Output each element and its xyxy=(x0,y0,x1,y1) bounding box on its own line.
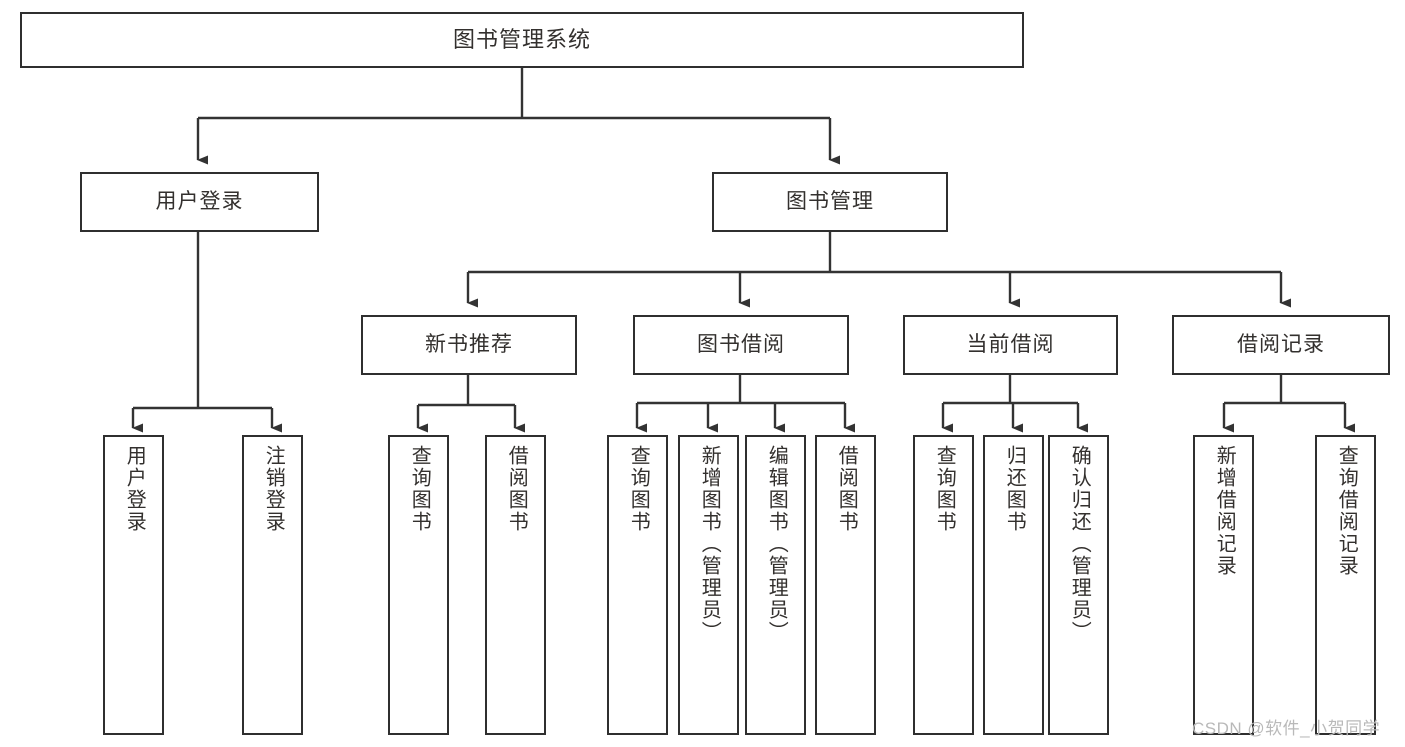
node-label: 查询图书 xyxy=(627,445,650,533)
node-leaf-confirm-return-admin[interactable]: 确认归还（管理员） xyxy=(1048,435,1109,735)
node-user-login[interactable]: 用户登录 xyxy=(80,172,319,232)
node-leaf-query-books-recommend[interactable]: 查询图书 xyxy=(388,435,449,735)
node-borrowing-record[interactable]: 借阅记录 xyxy=(1172,315,1390,375)
node-leaf-borrow-books-recommend[interactable]: 借阅图书 xyxy=(485,435,546,735)
node-label: 新增借阅记录 xyxy=(1213,445,1236,577)
node-label: 新书推荐 xyxy=(425,333,513,357)
node-label: 查询图书 xyxy=(933,445,956,533)
node-leaf-logout[interactable]: 注销登录 xyxy=(242,435,303,735)
node-leaf-user-login[interactable]: 用户登录 xyxy=(103,435,164,735)
node-label: 归还图书 xyxy=(1003,445,1026,533)
node-root-library-management-system[interactable]: 图书管理系统 xyxy=(20,12,1024,68)
node-leaf-query-books-borrow[interactable]: 查询图书 xyxy=(607,435,668,735)
node-leaf-add-borrow-record[interactable]: 新增借阅记录 xyxy=(1193,435,1254,735)
node-label: 借阅记录 xyxy=(1237,333,1325,357)
node-label: 用户登录 xyxy=(123,445,146,533)
node-label: 借阅图书 xyxy=(505,445,528,533)
csdn-watermark: CSDN @软件_小贺同学 xyxy=(1192,719,1381,738)
node-label: 新增图书（管理员） xyxy=(698,445,721,643)
node-current-borrowing[interactable]: 当前借阅 xyxy=(903,315,1118,375)
node-label: 当前借阅 xyxy=(966,333,1055,357)
node-label: 图书管理系统 xyxy=(452,26,591,52)
node-book-management[interactable]: 图书管理 xyxy=(712,172,948,232)
node-leaf-return-books[interactable]: 归还图书 xyxy=(983,435,1044,735)
node-book-borrowing[interactable]: 图书借阅 xyxy=(633,315,849,375)
node-new-book-recommendation[interactable]: 新书推荐 xyxy=(361,315,577,375)
node-label: 注销登录 xyxy=(262,445,285,533)
node-label: 查询图书 xyxy=(408,445,431,533)
node-leaf-query-borrow-record[interactable]: 查询借阅记录 xyxy=(1315,435,1376,735)
node-label: 查询借阅记录 xyxy=(1335,445,1358,577)
node-leaf-edit-book-admin[interactable]: 编辑图书（管理员） xyxy=(745,435,806,735)
node-label: 用户登录 xyxy=(155,190,244,214)
node-label: 编辑图书（管理员） xyxy=(765,445,788,643)
node-leaf-borrow-books[interactable]: 借阅图书 xyxy=(815,435,876,735)
node-label: 图书借阅 xyxy=(697,333,785,357)
node-leaf-add-book-admin[interactable]: 新增图书（管理员） xyxy=(678,435,739,735)
node-label: 确认归还（管理员） xyxy=(1068,445,1091,643)
node-label: 借阅图书 xyxy=(835,445,858,533)
node-leaf-query-books-current[interactable]: 查询图书 xyxy=(913,435,974,735)
node-label: 图书管理 xyxy=(786,190,874,214)
